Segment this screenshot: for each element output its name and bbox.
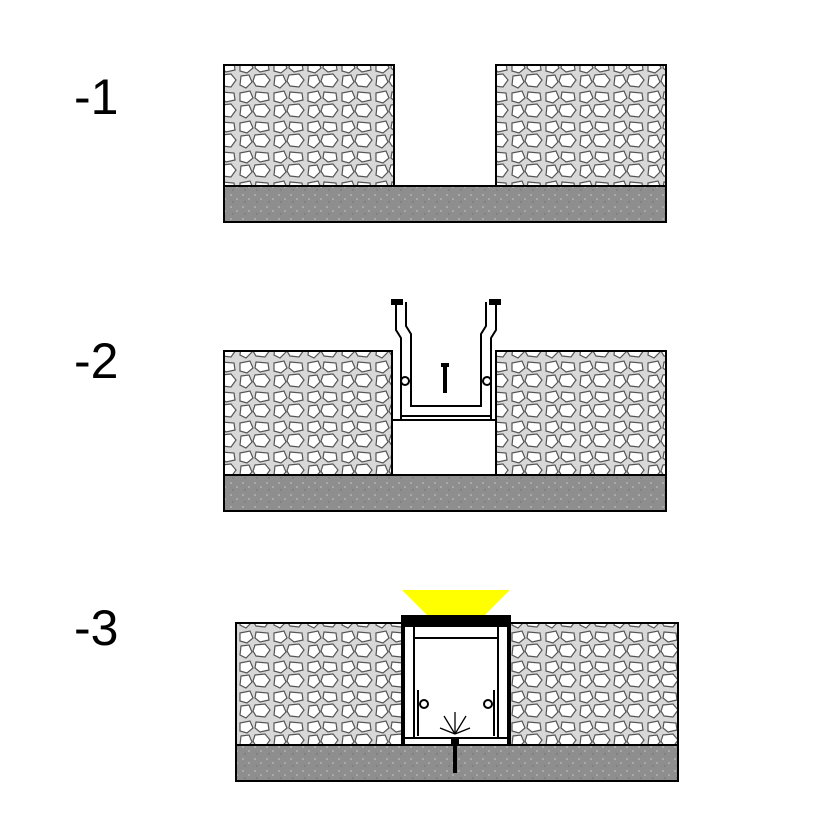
- trench-void: [391, 419, 497, 476]
- impact-burst-icon: [439, 712, 471, 735]
- stone-block-left: [235, 622, 403, 746]
- light-beam: [402, 590, 510, 616]
- step-1-label: -1: [74, 69, 119, 125]
- stone-block-right: [495, 64, 667, 187]
- base-layer: [223, 474, 667, 512]
- stone-block-right: [495, 350, 667, 476]
- step-1-diagram: [223, 64, 667, 223]
- base-layer: [223, 185, 667, 223]
- step-2-diagram: [223, 299, 667, 512]
- step-3-label: -3: [74, 600, 119, 656]
- stone-block-left: [223, 350, 393, 476]
- step-3-diagram: [235, 590, 679, 782]
- led-profile-installed: [401, 615, 511, 746]
- step-2-label: -2: [74, 333, 119, 389]
- stone-block-right: [509, 622, 679, 746]
- screw-icon: [451, 738, 459, 773]
- stone-block-left: [223, 64, 395, 187]
- led-profile: [391, 299, 501, 420]
- screw-icon: [441, 363, 449, 393]
